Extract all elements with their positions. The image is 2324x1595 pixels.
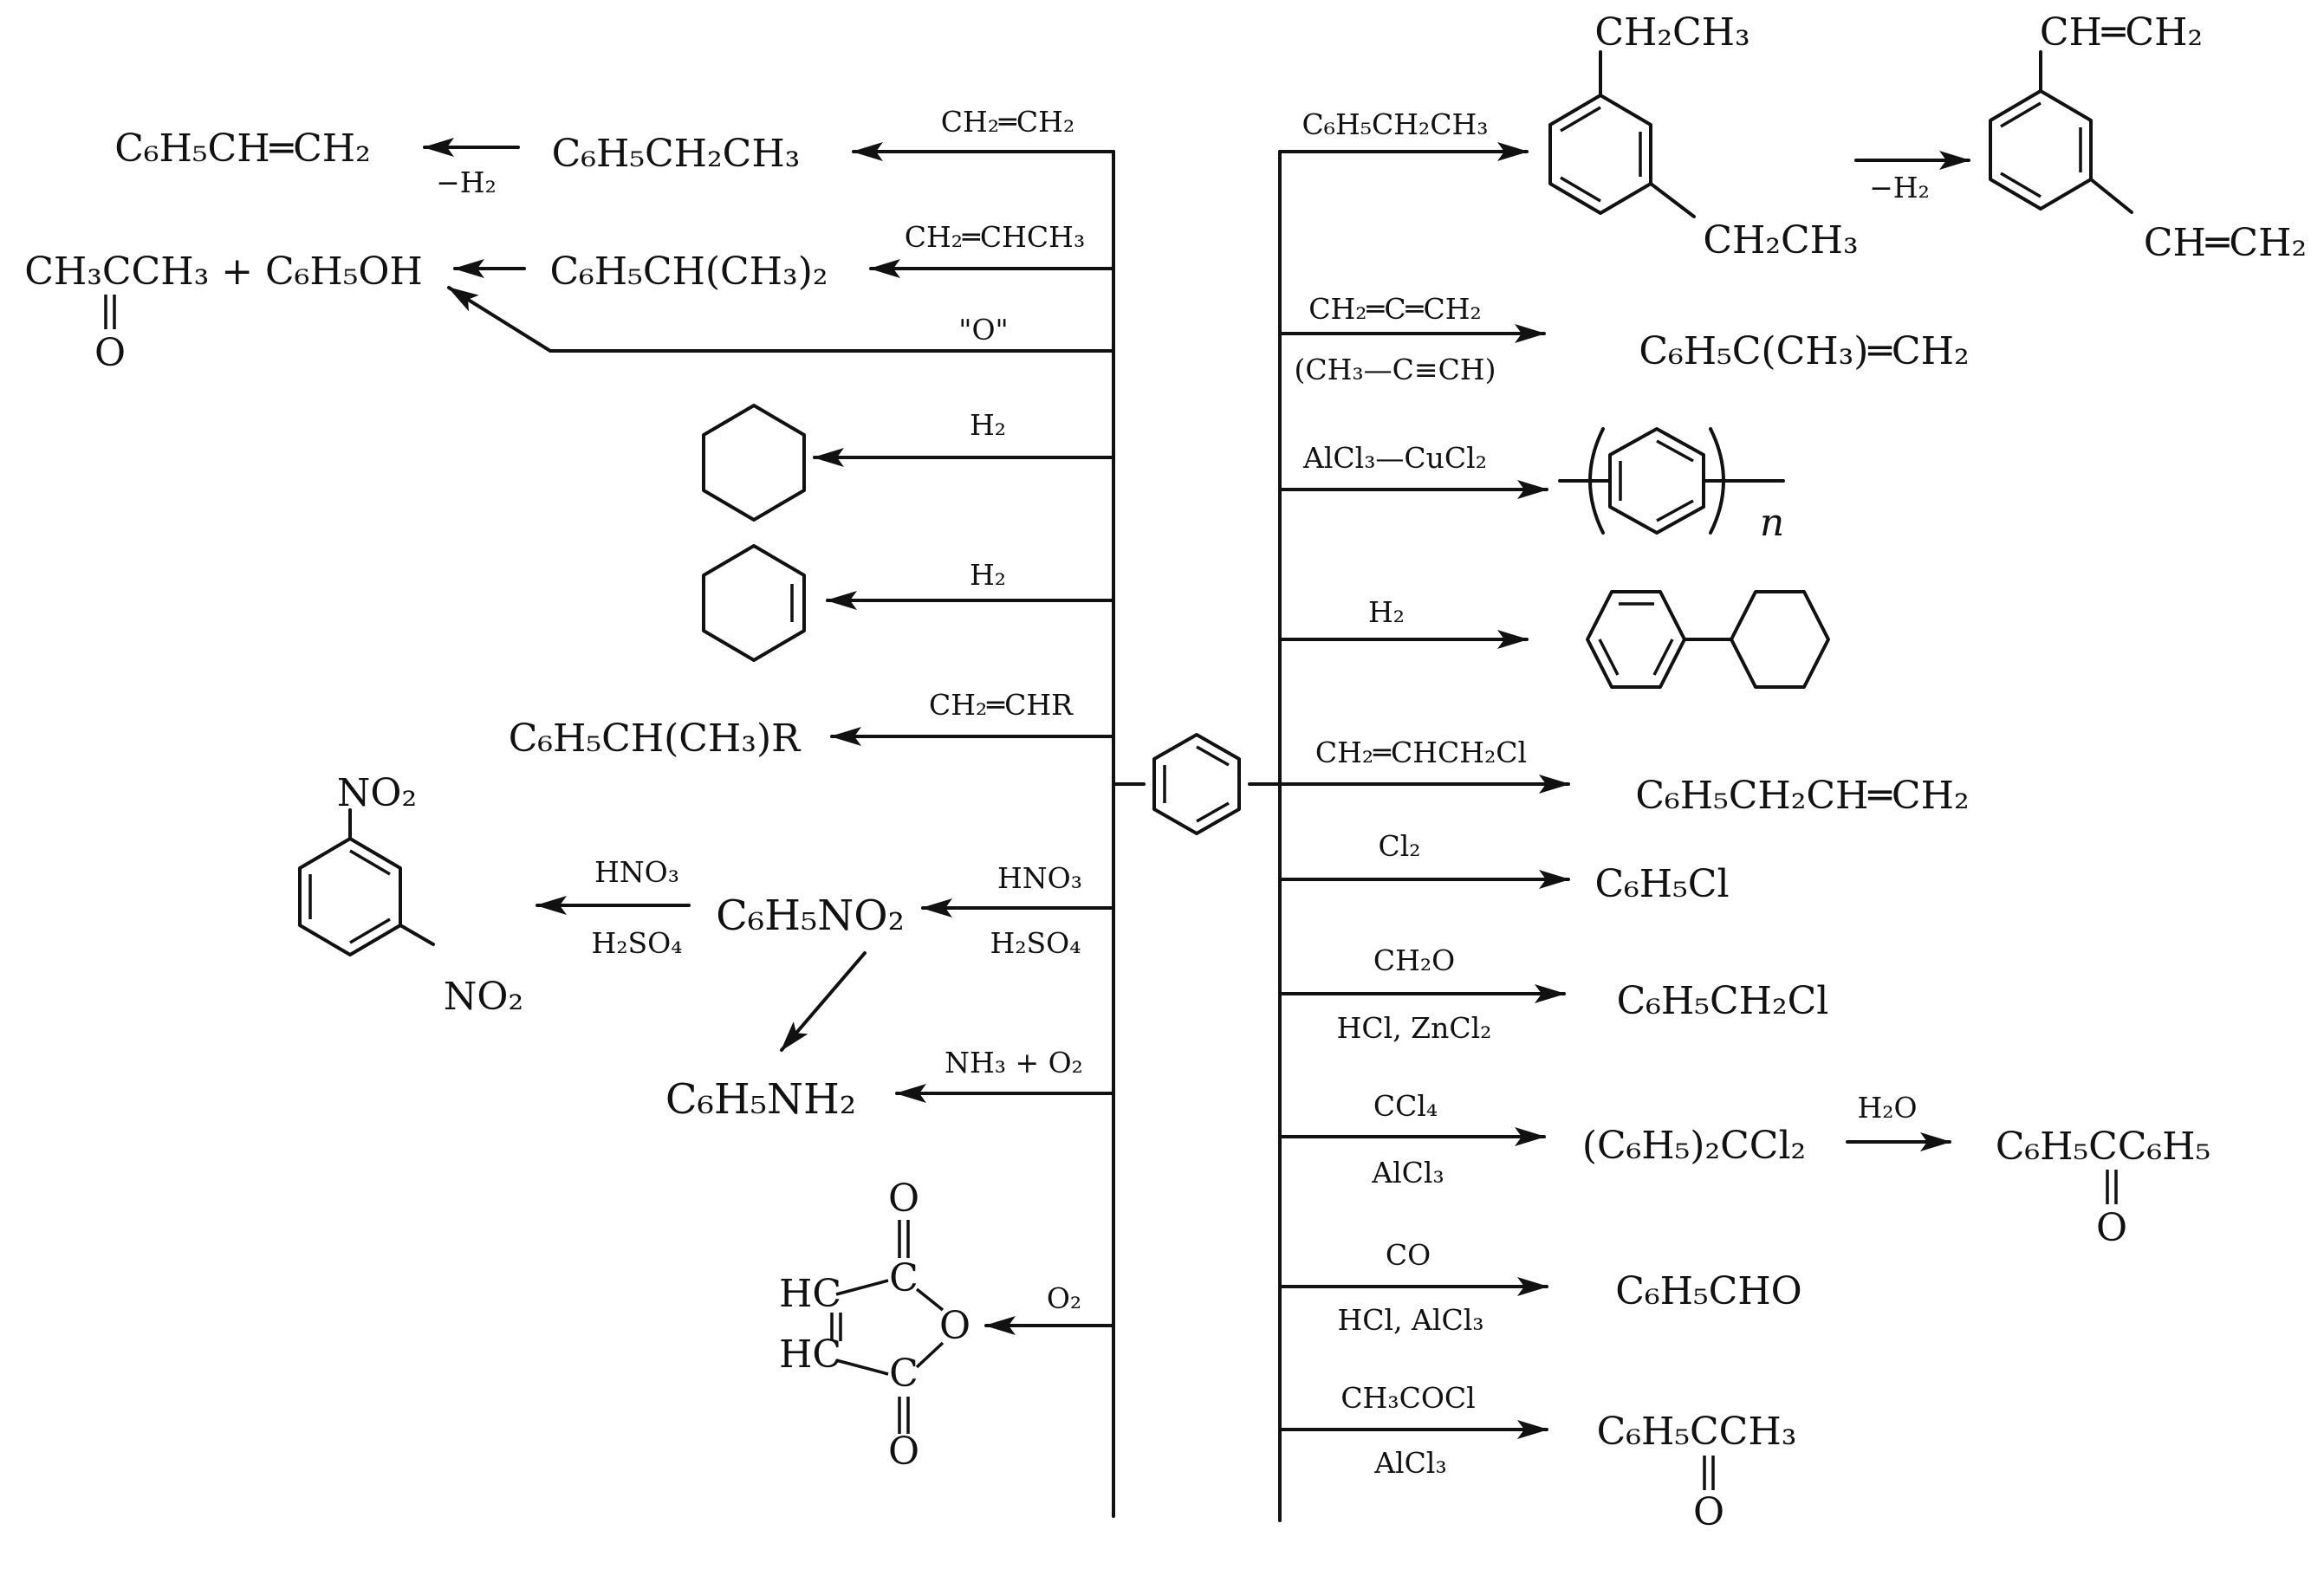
step-reagent-h2so4: H₂SO₄ [592,926,683,960]
cyclohexane-ring [702,404,806,522]
step-reagent-minus-h2: −H₂ [1869,171,1930,204]
reagent-ethylbenzene: C₆H₅CH₂CH₃ [1302,107,1489,141]
arrow [447,286,1115,353]
carbonyl-oxygen-bottom: O [888,1430,919,1474]
hc-top: HC [779,1272,841,1316]
right-row-formylation: CO HCl, AlCl₃ C₆H₅CHO [1278,1238,1802,1337]
divinylbenzene-ring [1989,50,2133,214]
step-reagent-hno3: HNO₃ [594,855,679,889]
nitro-group-top: NO₂ [337,771,417,815]
final-acetone-phenol: CH₃CCH₃ + C₆H₅OH [24,250,423,294]
carbonyl-oxygen: O [1693,1490,1724,1534]
product-alkylbenzene: C₆H₅CH(CH₃)R [509,716,802,761]
right-row-acylation: CH₃COCl AlCl₃ C₆H₅CCH₃ O [1278,1381,1797,1534]
reagent-co: CO [1386,1238,1431,1272]
product-methylstyrene: C₆H₅C(CH₃)═CH₂ [1639,329,1969,373]
product-ethylbenzene: C₆H₅CH₂CH₃ [552,132,801,176]
central-benzene-ring [1112,733,1282,835]
diethylbenzene-ring [1548,50,1696,218]
carbon-bottom: C [889,1352,919,1396]
left-row-nitration: HNO₃ H₂SO₄ C₆H₅NO₂ HNO₃ H₂SO₄ NO₂ NO₂ [298,771,1115,1052]
step-reagent-minus-h2: −H₂ [436,165,497,199]
vinyl-top: CH═CH₂ [2040,10,2203,55]
ethyl-bottom: CH₂CH₃ [1703,218,1858,263]
ethyl-top: CH₂CH₃ [1594,10,1749,55]
left-row-cumene: CH₂═CHCH₃ C₆H₅CH(CH₃)₂ CH₃CCH₃ + C₆H₅OH … [24,220,1115,375]
product-cumene: C₆H₅CH(CH₃)₂ [550,250,828,294]
reagent-h2: H₂ [970,558,1006,592]
reagent-alcl3-cucl2: AlCl₃—CuCl₂ [1302,441,1487,475]
product-allylbenzene: C₆H₅CH₂CH═CH₂ [1635,774,1969,818]
cyclohexylbenzene-rings [1586,590,1830,689]
left-row-oxidation: "O" [447,286,1115,353]
reagent-hno3: HNO₃ [997,861,1082,895]
reagent-ethylene: CH₂═CH₂ [941,105,1074,139]
right-row-polyphenylene: AlCl₃—CuCl₂ n [1278,427,1785,545]
reagent-h2: H₂ [1368,595,1405,629]
left-row-cyclohexene: H₂ [702,544,1115,662]
reagent-allyl-chloride: CH₂═CHCH₂Cl [1315,736,1527,769]
reagent-ammonia: NH₃ + O₂ [945,1046,1083,1080]
reagent-cl2: Cl₂ [1378,829,1420,863]
maleic-bonds [830,1220,945,1434]
nitro-group-bottom: NO₂ [444,975,523,1019]
reagent-o2: O₂ [1047,1281,1081,1315]
reagent-acetyl-chloride: CH₃COCl [1341,1381,1475,1415]
dinitrobenzene-ring [298,808,435,956]
arrow-to-aniline [780,951,867,1052]
right-row-cyclohexylbenzene: H₂ [1278,590,1830,689]
step-reagent-h2o: H₂O [1857,1091,1917,1125]
right-row-chloromethylation: CH₂O HCl, ZnCl₂ C₆H₅CH₂Cl [1278,943,1829,1045]
carbonyl-oxygen: O [94,331,126,375]
reagent-alcl3: AlCl₃ [1371,1156,1444,1190]
carbonyl-oxygen: O [2096,1206,2127,1250]
left-row-alkyl: CH₂═CHR C₆H₅CH(CH₃)R [509,688,1115,761]
right-row-diethylbenzene: C₆H₅CH₂CH₃ CH₂CH₃ CH₂CH₃ −H₂ CH═CH₂ CH═C… [1278,10,2307,265]
final-benzophenone: C₆H₅CC₆H₅ [1996,1125,2210,1169]
cyclohexene-ring [702,544,806,662]
left-row-aniline: NH₃ + O₂ C₆H₅NH₂ [665,1046,1115,1124]
carbon-top: C [889,1256,919,1300]
right-row-allene: CH₂═C═CH₂ (CH₃—C≡CH) C₆H₅C(CH₃)═CH₂ [1278,292,1970,386]
reagent-oxygen: "O" [958,313,1008,347]
product-aniline: C₆H₅NH₂ [665,1075,856,1124]
right-row-benzophenone: CCl₄ AlCl₃ (C₆H₅)₂CCl₂ H₂O C₆H₅CC₆H₅ O [1278,1089,2210,1250]
reagent-hcl-alcl3: HCl, AlCl₃ [1338,1303,1484,1337]
reagent-allene: CH₂═C═CH₂ [1308,292,1482,326]
product-nitrobenzene: C₆H₅NO₂ [716,892,905,940]
carbonyl-oxygen-top: O [888,1177,919,1221]
reagent-alkene: CH₂═CHR [929,688,1074,722]
reagent-alcl3: AlCl₃ [1373,1446,1446,1480]
right-row-chlorination: Cl₂ C₆H₅Cl [1278,829,1730,906]
reagent-h2: H₂ [970,408,1006,442]
reagent-formaldehyde: CH₂O [1373,943,1455,977]
reagent-propyne: (CH₃—C≡CH) [1295,353,1496,386]
reagent-ccl4: CCl₄ [1373,1089,1438,1123]
ring-oxygen: O [939,1304,970,1348]
product-benzyl-chloride: C₆H₅CH₂Cl [1617,979,1829,1023]
product-dichlorodiphenylmethane: (C₆H₅)₂CCl₂ [1582,1124,1806,1168]
left-row-ethylbenzene: CH₂═CH₂ C₆H₅CH₂CH₃ −H₂ C₆H₅CH═CH₂ [114,105,1115,199]
product-chlorobenzene: C₆H₅Cl [1594,862,1729,906]
reagent-h2so4: H₂SO₄ [990,926,1081,960]
reagent-hcl-zncl2: HCl, ZnCl₂ [1337,1011,1492,1045]
product-benzaldehyde: C₆H₅CHO [1615,1269,1801,1313]
right-row-allyl: CH₂═CHCH₂Cl C₆H₅CH₂CH═CH₂ [1278,736,1970,818]
repeat-subscript: n [1760,501,1784,545]
left-row-cyclohexane: H₂ [702,404,1115,522]
reagent-propene: CH₂═CHCH₃ [905,220,1085,254]
left-row-maleic-anhydride: O₂ O C C O O HC HC [779,1177,1115,1474]
final-styrene: C₆H₅CH═CH₂ [114,126,371,171]
polyphenylene-unit [1558,427,1785,535]
vinyl-bottom: CH═CH₂ [2144,221,2307,265]
product-acetophenone: C₆H₅CCH₃ [1597,1410,1797,1454]
